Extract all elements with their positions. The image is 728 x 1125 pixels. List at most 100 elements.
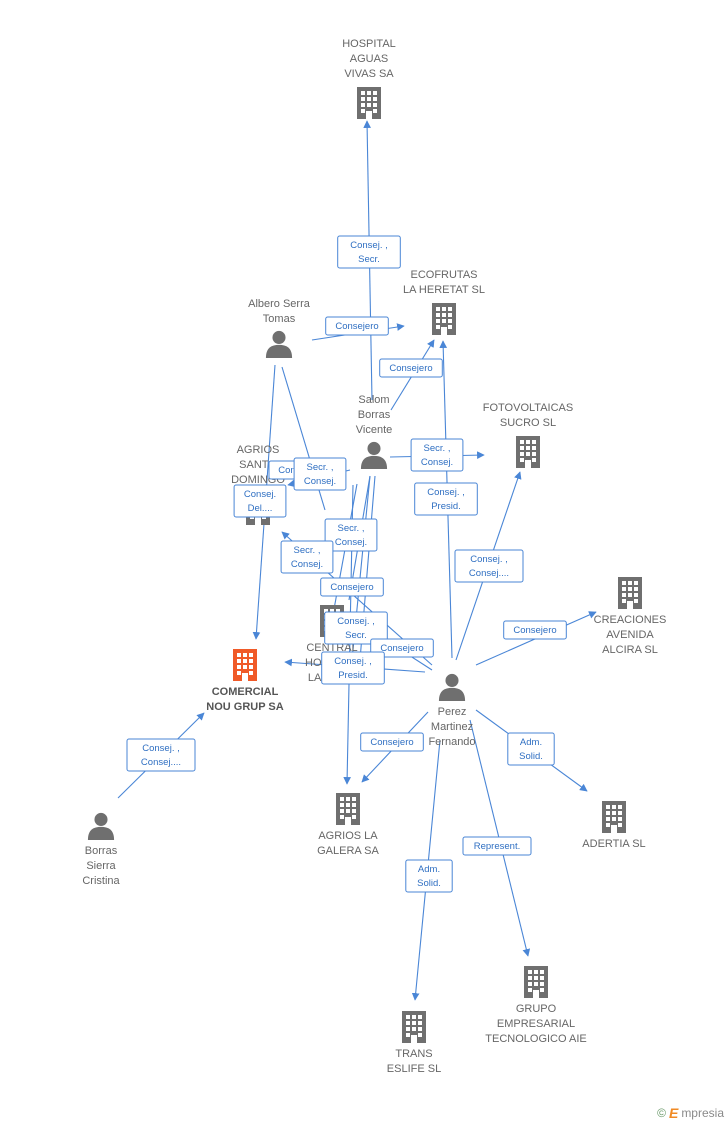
node-label: CENTRAL [306, 642, 357, 654]
edge-label[interactable]: Consejero [325, 316, 389, 336]
person-icon [265, 330, 293, 358]
edge-label[interactable]: Adm.Solid. [507, 732, 555, 766]
edge-label-text: Consejero [380, 643, 423, 654]
edge-label[interactable]: Consej. ,Secr. [337, 235, 401, 269]
edge-label[interactable]: Represent. [462, 836, 532, 856]
brand-name: mpresia [681, 1106, 724, 1120]
edge-label-box [320, 577, 384, 597]
node-label: Tomas [263, 313, 296, 325]
edge-label-text: Solid. [417, 878, 441, 889]
node-label: COMERCIAL [212, 686, 279, 698]
node-label: Cristina [82, 875, 120, 887]
edge-label[interactable]: Consejero [360, 732, 424, 752]
edge-label[interactable]: Consej. , Consej.... [126, 738, 196, 772]
edge-label-box [293, 457, 347, 491]
edge-label[interactable]: Consej. Del.... [233, 484, 287, 518]
node-label: ALCIRA SL [602, 644, 658, 656]
edge-label-text: Adm. [418, 864, 440, 875]
edge-label-text: Consej. [291, 559, 323, 570]
edge-label[interactable]: Secr. , Consej. [293, 457, 347, 491]
edge-label-box [370, 638, 434, 658]
edge-label-text: Con [278, 465, 295, 476]
edge-label-text: Solid. [519, 751, 543, 762]
building-icon [618, 577, 642, 609]
edge-label-text: Consej. [421, 457, 453, 468]
building-icon [233, 649, 257, 681]
node-label: Albero Serra [248, 298, 311, 310]
edge-label-text: Consejero [335, 321, 378, 332]
node-adertia[interactable]: ADERTIA SL [582, 801, 646, 850]
edge-label-text: Del.... [248, 503, 273, 514]
edge-label-box [410, 438, 464, 472]
node-label: Sierra [86, 860, 116, 872]
edge-label[interactable]: Consejero [503, 620, 567, 640]
node-label: Fernando [428, 736, 475, 748]
edge-label-text: Consej. [244, 489, 276, 500]
edge-label[interactable]: Consej. ,Presid. [414, 482, 478, 516]
edge-label-text: Consej. , [350, 240, 388, 251]
edge-label[interactable]: Secr. ,Consej. [280, 540, 334, 574]
node-label: GRUPO [516, 1003, 557, 1015]
edge-line [331, 483, 358, 621]
edge-label-text: Represent. [474, 841, 520, 852]
edge-label-text: Consej. , [427, 487, 465, 498]
building-icon [432, 303, 456, 335]
building-icon [357, 87, 381, 119]
edge-label[interactable]: Consejero [370, 638, 434, 658]
edge-label-box [337, 235, 401, 269]
edge-label-box [324, 611, 388, 645]
person-icon [438, 673, 466, 701]
node-label: ECOFRUTAS [410, 269, 477, 281]
edge-label[interactable]: Consej. , Consej.... [454, 549, 524, 583]
node-label: SANTO [239, 459, 277, 471]
edge-label[interactable]: Secr. ,Consej. [410, 438, 464, 472]
node-label: ADERTIA SL [582, 838, 645, 850]
copyright-symbol: © [657, 1106, 666, 1120]
edge-label[interactable]: Consejero [379, 358, 443, 378]
edge-label-box [126, 738, 196, 772]
edge-label[interactable]: Consejero [320, 577, 384, 597]
node-label: HOSPITAL [342, 38, 396, 50]
edge-label[interactable]: Consej. ,Presid. [321, 651, 385, 685]
edge-label-text: Consej.... [469, 568, 509, 579]
edge-label-text: Consej. [335, 537, 367, 548]
edge-label[interactable]: Secr. ,Consej. [324, 518, 378, 552]
edge-label-text: Secr. , [307, 462, 334, 473]
node-label: Martinez [431, 721, 473, 733]
edge-label-box [321, 651, 385, 685]
edge-label-text: Consejero [330, 582, 373, 593]
edge-label-text: Consej. , [337, 616, 375, 627]
edge-label-box [454, 549, 524, 583]
edge-label-text: Consej. , [142, 743, 180, 754]
edge-label-text: Consej. [304, 476, 336, 487]
edge-label-box [507, 732, 555, 766]
node-label: AGRIOS [237, 444, 280, 456]
node-label: ESLIFE SL [387, 1063, 441, 1075]
edge-label-box [324, 518, 378, 552]
edge-label[interactable]: Consej. ,Secr. [324, 611, 388, 645]
building-icon [402, 1011, 426, 1043]
edge-label-box [379, 358, 443, 378]
edge-label-text: Consej.... [141, 757, 181, 768]
edge-label-text: Consej. , [334, 656, 372, 667]
building-icon [336, 793, 360, 825]
edge-label-text: Consej. , [470, 554, 508, 565]
edge-label[interactable]: Adm. Solid. [405, 859, 453, 893]
person-icon [87, 812, 115, 840]
